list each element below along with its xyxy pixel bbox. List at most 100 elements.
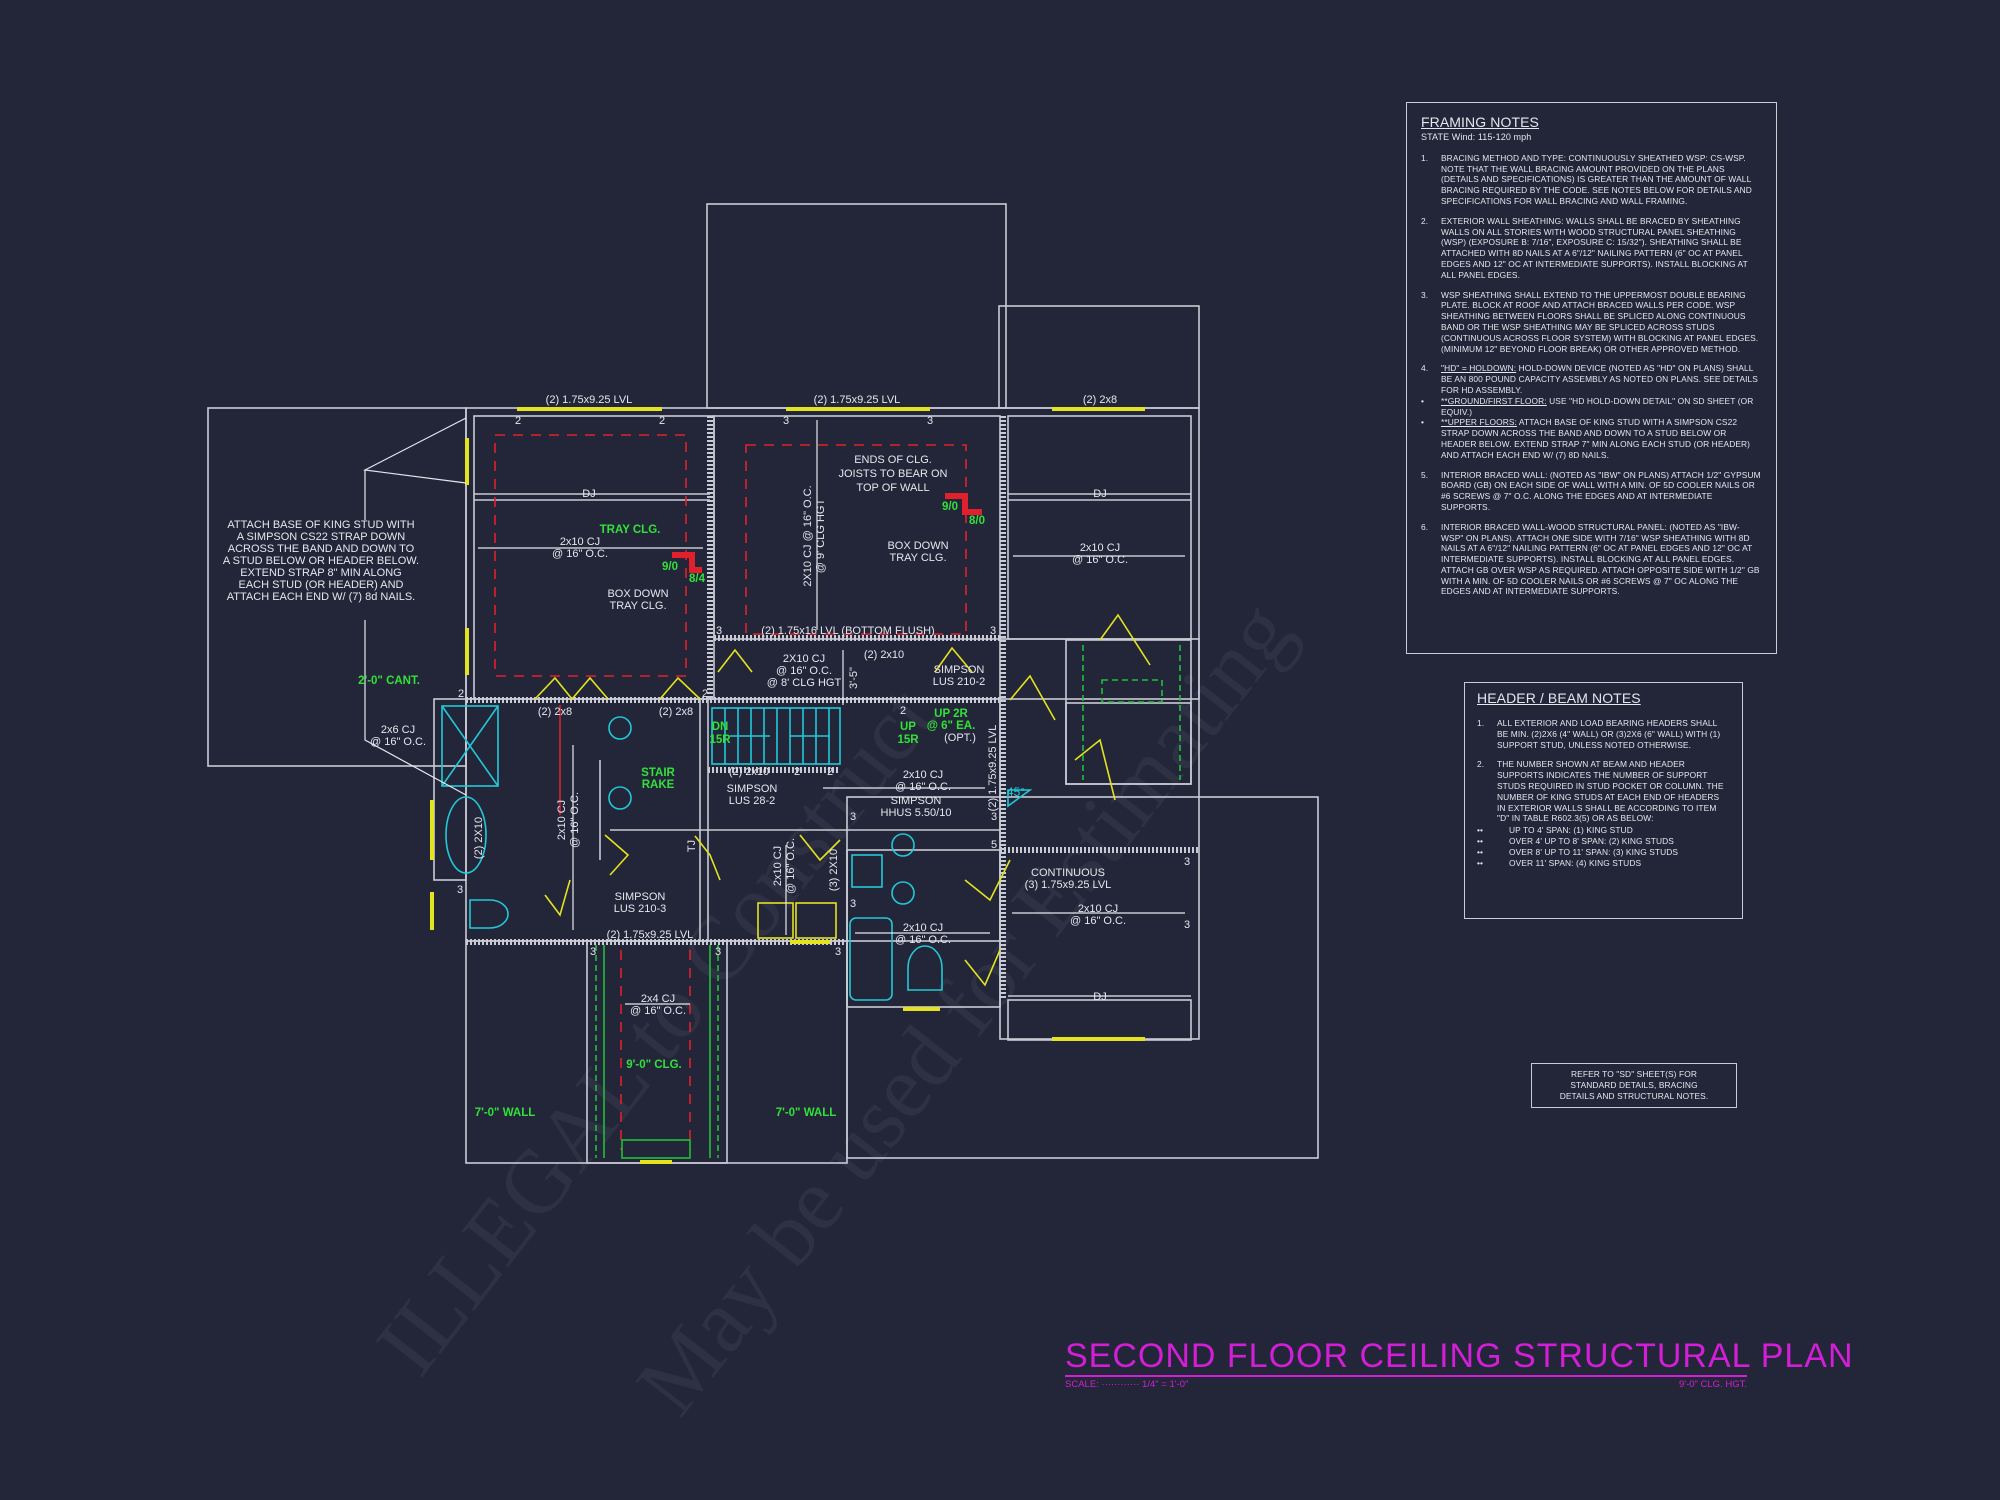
- stud-count: 3: [1184, 856, 1190, 868]
- tray-ceilings: [494, 434, 982, 1150]
- note-number: 5.: [1421, 469, 1429, 480]
- scale-info: SCALE: ············ 1/4" = 1'-0": [1065, 1379, 1188, 1390]
- drawing-title: SECOND FLOOR CEILING STRUCTURAL PLAN: [1065, 1337, 1854, 1377]
- angle-label: 45°: [1007, 785, 1025, 799]
- stud-count: 2: [794, 766, 800, 778]
- stud-count: 2: [515, 415, 521, 427]
- joist-spacing: @ 16" O.C.: [895, 934, 951, 946]
- stud-count: 2: [458, 688, 464, 700]
- span-rule-text: OVER 11' SPAN: (4) KING STUDS: [1509, 857, 1642, 868]
- ends-note-line: ENDS OF CLG.: [854, 454, 932, 466]
- scale-dots: ············: [1101, 1379, 1140, 1390]
- header-note: 1.ALL EXTERIOR AND LOAD BEARING HEADERS …: [1477, 718, 1730, 750]
- framing-note: 4. "HD" = HOLDOWN: HOLD-DOWN DEVICE (NOTE…: [1421, 363, 1762, 395]
- angle-icon: [1007, 789, 1033, 808]
- note-lead: "HD" = HOLDOWN:: [1441, 363, 1517, 374]
- joist-label: 2x10 CJ: [903, 769, 943, 781]
- stud-count: 3: [457, 884, 463, 896]
- stud-count: 3: [990, 625, 996, 637]
- stud-count: 3: [1184, 919, 1190, 931]
- dj-label: DJ: [1093, 488, 1106, 500]
- framing-note: 1. BRACING METHOD AND TYPE: CONTINUOUSLY …: [1421, 153, 1762, 207]
- beam-label: (2) 1.75x9.25 LVL: [814, 394, 901, 406]
- stair-label: @ 6" EA.: [927, 720, 976, 732]
- tray-height-label: 9/0: [942, 501, 958, 513]
- ends-note-line: TOP OF WALL: [856, 482, 929, 494]
- joist-spacing: @ 16" O.C.: [895, 781, 951, 793]
- beam-label: CONTINUOUS: [1031, 867, 1105, 879]
- joist-spacing: @ 16" O.C.: [1072, 554, 1128, 566]
- ceiling-lines: [595, 645, 1181, 1159]
- tray-height-label: 8/0: [969, 515, 985, 527]
- bullet-icon: ••: [1477, 835, 1484, 846]
- framing-note: 3.WSP SHEATHING SHALL EXTEND TO THE UPPE…: [1421, 290, 1762, 355]
- beam-label: (2) 1.75x16 LVL (BOTTOM FLUSH): [761, 625, 934, 637]
- tub-icon: [445, 796, 487, 874]
- joist-label: 2x10 CJ: [1078, 903, 1118, 915]
- joist-label: 2x10 CJ: [903, 922, 943, 934]
- joist-arrows: [363, 417, 1185, 1005]
- strap-note-line: ACROSS THE BAND AND DOWN TO: [228, 543, 415, 555]
- hanger-label: LUS 210-3: [614, 903, 667, 915]
- joist-label: 2X10 CJ: [783, 653, 825, 665]
- note-number: 2.: [1421, 215, 1429, 226]
- shower-icon: [441, 705, 499, 787]
- joist-label: @ 8' CLG HGT: [767, 677, 842, 689]
- note-text: BRACING METHOD AND TYPE: CONTINUOUSLY SH…: [1441, 152, 1752, 206]
- stair-label: UP 2R: [934, 708, 968, 720]
- span-rule: •• UP TO 4' SPAN: (1) KING STUD: [1477, 825, 1730, 836]
- stud-count: 2: [900, 705, 906, 717]
- note-text: HOLD-DOWN DEVICE (NOTED AS "HD" ON PLANS…: [1441, 363, 1758, 395]
- wall-height-label: 7'-0" WALL: [776, 1107, 837, 1119]
- bullet-icon: ••: [1477, 857, 1484, 868]
- bullet-icon: ••: [1477, 825, 1484, 836]
- span-rule-text: OVER 8' UP TO 11' SPAN: (3) KING STUDS: [1509, 846, 1679, 857]
- ends-note-line: JOISTS TO BEAR ON: [838, 468, 947, 480]
- joist-spacing: @ 16" O.C.: [785, 838, 797, 894]
- note-bullet: •: [1421, 417, 1425, 428]
- note-number: 1.: [1421, 152, 1429, 163]
- sink-icon: [891, 833, 915, 857]
- bullet-icon: ••: [1477, 846, 1484, 857]
- refer-note-line: STANDARD DETAILS, BRACING: [1570, 1079, 1698, 1090]
- ceiling-height: 9'-0" CLG. HGT.: [1678, 1379, 1747, 1390]
- note-text: ATTACH BASE OF KING STUD WITH A SIMPSON …: [1441, 417, 1751, 460]
- stair-rake-label: STAIR: [641, 767, 675, 779]
- strap-note: ATTACH BASE OF KING STUD WITH A SIMPSON …: [223, 519, 419, 603]
- stud-count: 3: [835, 946, 841, 958]
- beam-label: (2) 1.75x9.25 LVL: [607, 929, 694, 941]
- hanger-label: HHUS 5.50/10: [881, 807, 952, 819]
- framing-notes-heading: FRAMING NOTES: [1421, 114, 1539, 130]
- note-text: EXTERIOR WALL SHEATHING: WALLS SHALL BE …: [1441, 215, 1748, 280]
- stud-count: 3: [590, 946, 596, 958]
- stud-count: 3: [783, 415, 789, 427]
- header-label: (2) 2x8: [538, 706, 572, 718]
- bath-bump: [433, 698, 467, 881]
- stud-count: 3: [850, 898, 856, 910]
- tray-height-label: 9/0: [662, 561, 678, 573]
- framing-notes-panel: FRAMING NOTES STATE Wind: 115-120 mph 1.…: [1406, 102, 1777, 654]
- cantilever-label: 2'-0" CANT.: [358, 675, 420, 687]
- sink-icon: [608, 716, 632, 740]
- tj-label: TJ: [686, 840, 698, 852]
- ceiling-height-label: @ 9' CLG HGT: [815, 499, 827, 574]
- span-rule: •• OVER 11' SPAN: (4) KING STUDS: [1477, 858, 1730, 869]
- stud-count: 3: [991, 811, 997, 823]
- framing-notes-subheading: STATE Wind: 115-120 mph: [1421, 132, 1532, 142]
- framing-note: •**GROUND/FIRST FLOOR: USE "HD HOLD-DOWN…: [1421, 396, 1762, 418]
- span-rule-text: UP TO 4' SPAN: (1) KING STUD: [1509, 825, 1633, 836]
- header-label: (3) 2X10: [828, 849, 840, 891]
- stair-label: 15R: [897, 734, 919, 746]
- stair-label: (OPT.): [944, 732, 976, 744]
- lav-icon: [851, 854, 883, 888]
- joist-label: 2x10 CJ: [1080, 542, 1120, 554]
- strap-note-line: A STUD BELOW OR HEADER BELOW.: [223, 555, 419, 567]
- stud-count: 2: [702, 688, 708, 700]
- note-number: 4.: [1421, 363, 1429, 374]
- strap-note-line: ATTACH EACH END W/ (7) 8d NAILS.: [227, 591, 415, 603]
- joist-label: 2x6 CJ: [381, 724, 415, 736]
- header-label: (2) 2x10: [729, 766, 769, 778]
- headers: [430, 407, 1151, 1164]
- hanger-label: SIMPSON: [934, 664, 985, 676]
